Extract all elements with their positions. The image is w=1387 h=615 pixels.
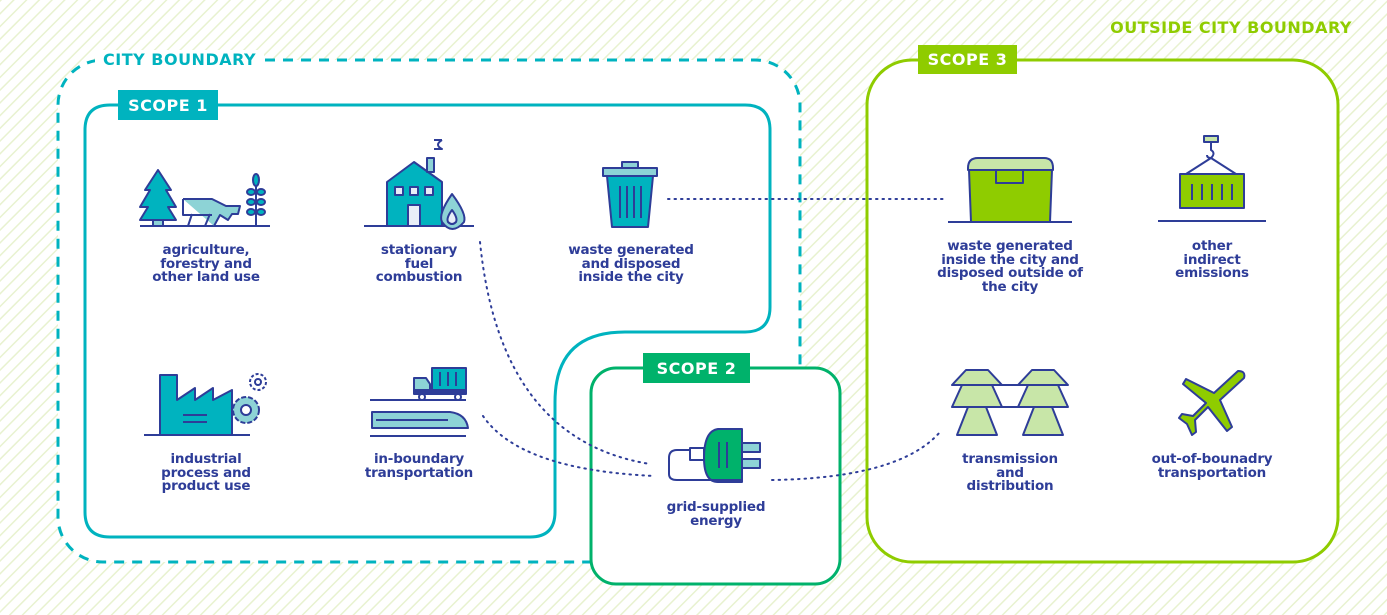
trash-bin-icon	[602, 161, 658, 228]
factory-gear-icon	[144, 373, 267, 436]
city-boundary-label: CITY BOUNDARY	[95, 50, 265, 69]
tree-cow-wheat-icon	[139, 169, 270, 227]
airplane-icon	[1178, 370, 1246, 436]
scope3-tag: SCOPE 3	[918, 45, 1017, 74]
outside-city-boundary-label: OUTSIDE CITY BOUNDARY	[1110, 18, 1352, 37]
shipping-container-icon	[1158, 135, 1266, 222]
house-flame-icon	[364, 139, 474, 230]
plug-icon	[668, 428, 761, 483]
dumpster-icon	[948, 157, 1072, 223]
connector-stationary-grid	[479, 241, 651, 465]
connector-grid-transmission	[771, 431, 941, 481]
scope2-tag: SCOPE 2	[643, 353, 750, 383]
truck-train-icon	[370, 367, 469, 437]
connector-transport-grid	[482, 415, 656, 477]
power-pylon-icon	[951, 369, 1069, 436]
scope1-tag: SCOPE 1	[118, 90, 218, 120]
